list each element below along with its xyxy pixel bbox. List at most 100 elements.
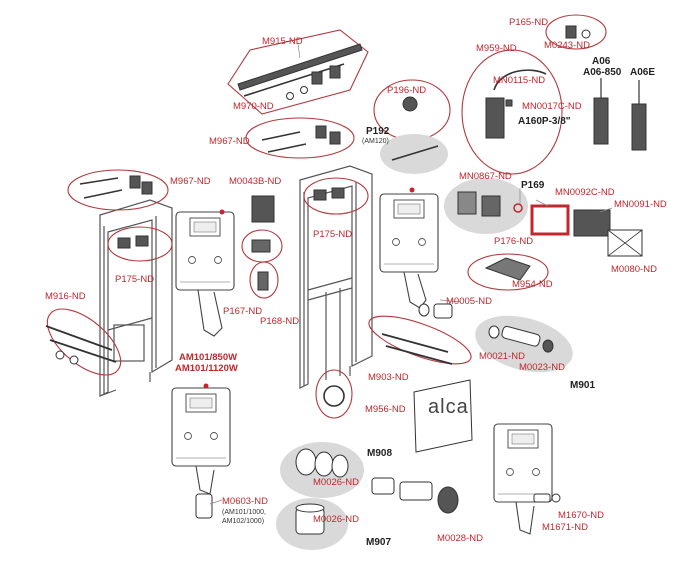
- label-a06-850: A06-850: [583, 67, 622, 78]
- flush-pipe-upper-right: [403, 271, 427, 309]
- label-m0023: M0023-ND: [519, 362, 565, 373]
- anchor-bolt-4: [83, 189, 123, 199]
- clamp-ring-m956: [323, 385, 345, 407]
- m954-group-outline: [467, 253, 549, 291]
- leader-mn0091: [599, 207, 613, 213]
- frame-mn0092c: [530, 204, 570, 236]
- rod-m903-2: [385, 345, 453, 365]
- connector-m1670: [533, 493, 551, 503]
- seal-m0028: [437, 486, 459, 514]
- gasket-p176: [513, 203, 523, 213]
- washer-m0243: [581, 29, 591, 39]
- m967-top-group-outline: [245, 117, 355, 159]
- label-m959: M959-ND: [476, 43, 517, 54]
- label-mn0017c: MN0017C-ND: [522, 101, 582, 112]
- label-mn0867: MN0867-ND: [459, 171, 512, 182]
- seal-m0023: [542, 339, 554, 353]
- mechanism-mn0867: [457, 191, 477, 215]
- label-m1671: M1671-ND: [542, 522, 588, 533]
- valve-marker-2: [409, 187, 415, 193]
- pipe-section-1: [371, 477, 395, 495]
- fill-valve-nut: [505, 99, 513, 107]
- washer-2: [69, 355, 79, 365]
- label-model-850w: AM101/850W: [179, 352, 238, 363]
- cistern-lower-right: [493, 423, 553, 503]
- label-m0005: M0005-ND: [446, 296, 492, 307]
- cistern-upper-right: [379, 193, 439, 273]
- label-a06e: A06E: [630, 67, 656, 78]
- bracket-part-4: [141, 181, 153, 195]
- flush-rail-bar-2: [243, 63, 345, 97]
- leader-m0603: [209, 499, 223, 505]
- label-p167: P167-ND: [223, 306, 263, 317]
- label-mn0092c: MN0092C-ND: [555, 187, 615, 198]
- mechanism-p169: [481, 195, 501, 217]
- m959-group-outline: [461, 49, 563, 175]
- rod-part-p192: [391, 145, 439, 161]
- clamp-part-2: [135, 235, 149, 247]
- fill-hose: [493, 69, 547, 91]
- rod-m903-1: [381, 333, 449, 353]
- bolt-part-1: [286, 92, 294, 100]
- label-m0603: M0603-ND: [222, 496, 268, 507]
- bracket-part-1: [315, 125, 327, 139]
- clamp-part-1: [117, 237, 131, 249]
- drain-valve-a06e: [631, 103, 647, 151]
- label-m916: M916-ND: [45, 291, 86, 302]
- label-p176: P176-ND: [494, 236, 534, 247]
- valve-part-p196: [402, 96, 418, 112]
- leader-mn0092c: [535, 199, 549, 207]
- drain-valve-a06: [593, 97, 609, 145]
- seal-m908-3: [331, 454, 349, 478]
- anchor-bolt-2: [267, 143, 307, 153]
- p167-group-outline: [249, 261, 279, 299]
- label-p196: P196-ND: [387, 85, 427, 96]
- label-m0603-sub1: (AM101/1000,: [222, 509, 266, 516]
- label-p165: P165-ND: [509, 17, 549, 28]
- m956-group-outline: [315, 369, 353, 419]
- left-mounting-frame: [99, 199, 173, 397]
- seal-m0005: [418, 303, 430, 317]
- anchor-bolt-1: [261, 131, 301, 141]
- grid-m0080-cross-2: [607, 229, 643, 257]
- label-p192: P192: [366, 126, 390, 137]
- leader-m0005: [439, 299, 461, 303]
- label-mn0091: MN0091-ND: [614, 199, 667, 210]
- label-m0043b: M0043B-ND: [229, 176, 282, 187]
- label-m1670: M1670-ND: [558, 510, 604, 521]
- long-bolt-1: [45, 325, 113, 351]
- label-model-1120w: AM101/1120W: [175, 363, 238, 374]
- middle-mounting-frame: [299, 165, 373, 389]
- label-m0603-sub2: AM102/1000): [222, 518, 265, 525]
- m903-group-outline: [368, 315, 472, 365]
- label-p175-mid: P175-ND: [313, 229, 353, 240]
- label-a160p: A160P-3/8": [518, 116, 571, 127]
- cistern-lower-left: [171, 387, 231, 467]
- flush-rail-bar: [237, 43, 363, 91]
- wall-panel: [413, 379, 473, 453]
- label-m903: M903-ND: [368, 372, 409, 383]
- m901-group-fill: [475, 315, 573, 373]
- flush-pipe-lower-right: [515, 501, 535, 535]
- label-m907: M907: [366, 537, 392, 548]
- sleeve-m0005: [433, 303, 453, 319]
- fill-valve-body: [485, 97, 505, 139]
- seal-m0021: [488, 325, 500, 339]
- bracket-m954: [484, 257, 531, 281]
- label-p169: P169: [521, 180, 545, 191]
- anchor-bolt-3: [79, 177, 119, 185]
- p175-left-group-outline: [107, 226, 173, 262]
- label-p192-sub: (AM120): [362, 138, 389, 145]
- flush-pipe-upper-left: [197, 289, 223, 337]
- valve-marker-1: [219, 209, 225, 215]
- cistern-upper-left: [175, 211, 235, 291]
- p175-mid-group-outline: [303, 177, 369, 215]
- washer-m1671: [551, 493, 561, 503]
- label-m0243: M0243-ND: [544, 40, 590, 51]
- label-m954: M954-ND: [512, 279, 553, 290]
- label-m0028: M0028-ND: [437, 533, 483, 544]
- label-a06: A06: [592, 56, 611, 67]
- flush-pipe-lower-left: [195, 465, 215, 495]
